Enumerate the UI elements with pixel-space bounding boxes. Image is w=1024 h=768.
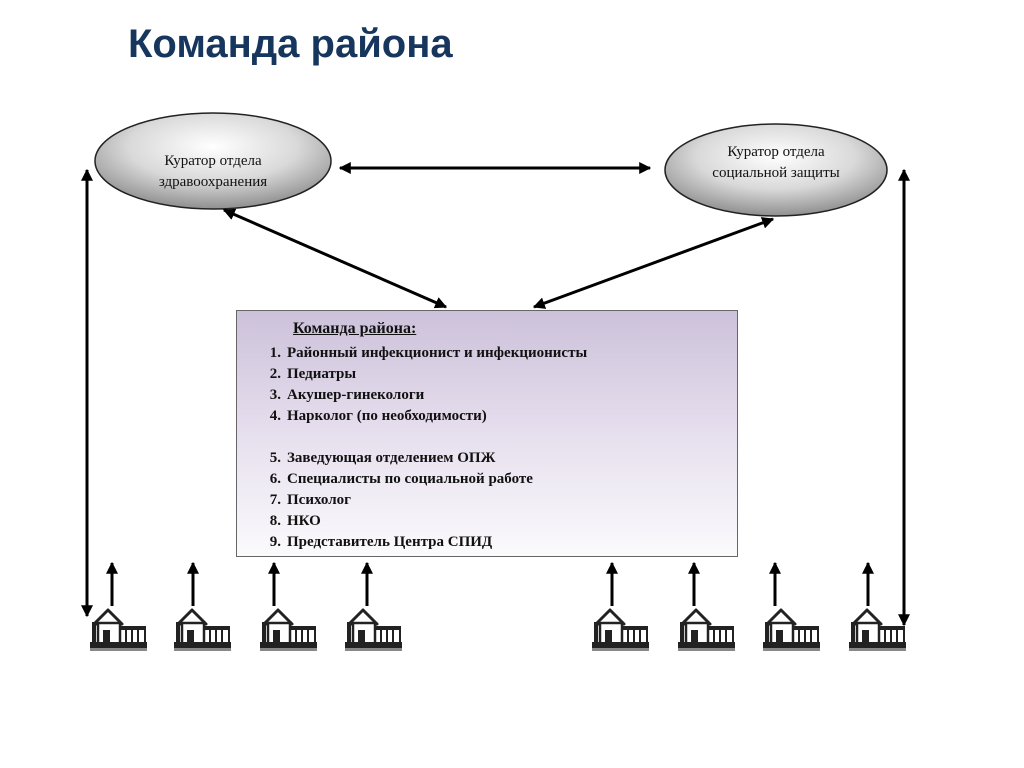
building-icon [88,608,149,653]
arrow-social-team [532,217,775,309]
team-member: 7.Психолог [269,492,351,508]
team-member: 6.Специалисты по социальной работе [269,471,533,487]
health-curator-label: Куратор отдела здравоохранения [158,153,268,190]
building-icon [172,608,233,653]
institution-arrows [106,561,874,606]
team-heading: Команда района: [293,320,417,337]
building-icon [590,608,651,653]
team-member: 3.Акушер-гинекологи [269,387,425,403]
building-icon [847,608,908,653]
team-list: 1.Районный инфекционист и инфекционисты … [237,343,587,553]
team-member: 9.Представитель Центра СПИД [269,534,493,550]
team-member: 8.НКО [269,513,321,529]
team-member: 5.Заведующая отделением ОПЖ [269,450,496,466]
social-curator-ellipse [664,123,888,217]
building-icon [761,608,822,653]
institutions-row [88,608,908,653]
building-icon [343,608,404,653]
team-box: Команда района: 1.Районный инфекционист … [236,310,738,557]
building-icon [676,608,737,653]
building-icon [258,608,319,653]
health-curator-ellipse [94,112,332,210]
arrow-health-team [222,208,448,309]
page-title: Команда района [128,22,453,66]
team-member: 4.Нарколог (по необходимости) [269,408,487,424]
team-member: 1.Районный инфекционист и инфекционисты [269,345,588,361]
social-curator-label: Куратор отдела социальной защиты [712,144,840,181]
team-member: 2.Педиатры [269,366,357,382]
